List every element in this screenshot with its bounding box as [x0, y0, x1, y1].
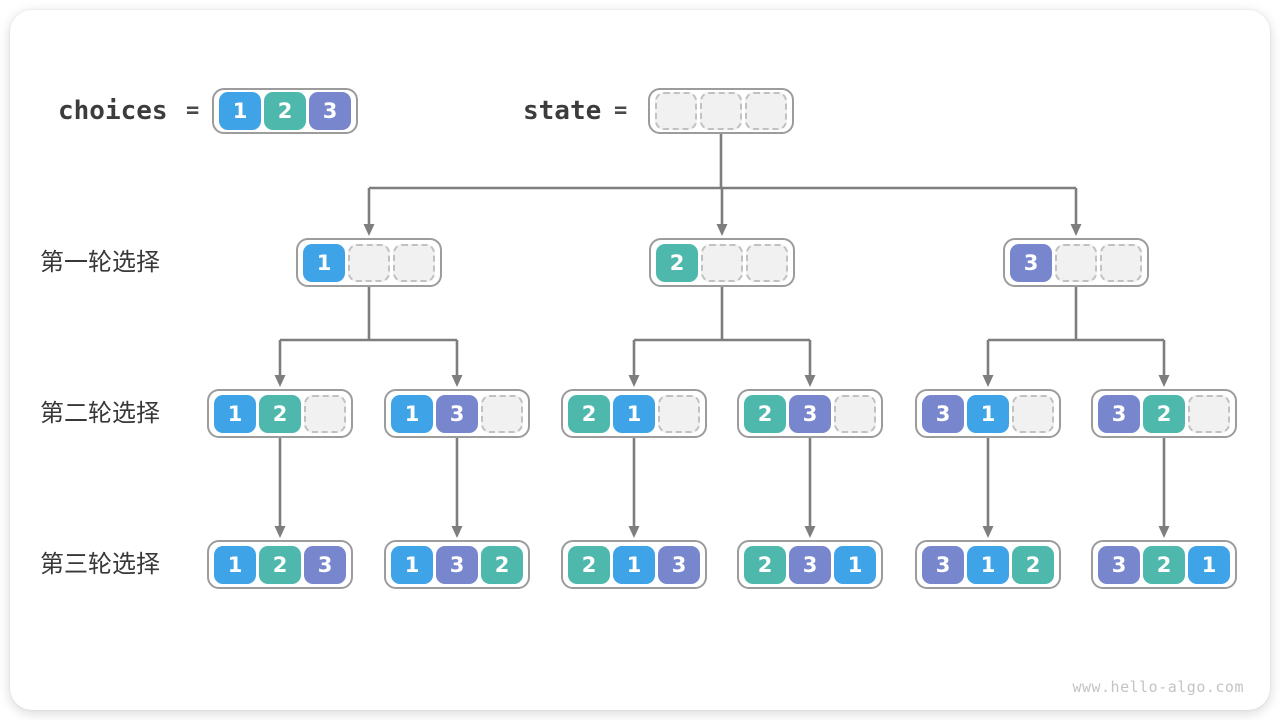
watermark: www.hello-algo.com	[1072, 678, 1244, 696]
row-label-round-1: 第一轮选择	[40, 249, 160, 276]
row-label-round-3: 第三轮选择	[40, 551, 160, 578]
cell-value-2: 2	[1012, 545, 1054, 584]
cell-value-2: 2	[656, 243, 698, 282]
cell-value-3: 3	[1098, 394, 1140, 433]
cell-value-1: 1	[1188, 545, 1230, 584]
cell-empty	[701, 243, 743, 282]
cell-value-2: 2	[568, 394, 610, 433]
cell-empty	[658, 394, 700, 433]
cell-empty	[1100, 243, 1142, 282]
cell-empty	[700, 92, 742, 130]
cell-empty	[1188, 394, 1230, 433]
cell-value-1: 1	[391, 545, 433, 584]
choices-label-text: choices	[58, 96, 168, 126]
cell-value-1: 1	[967, 545, 1009, 584]
cell-value-3: 3	[1010, 243, 1052, 282]
cell-value-1: 1	[214, 545, 256, 584]
cell-value-3: 3	[436, 545, 478, 584]
cell-empty	[1055, 243, 1097, 282]
cell-value-3: 3	[789, 394, 831, 433]
cell-value-1: 1	[834, 545, 876, 584]
cell-value-2: 2	[481, 545, 523, 584]
cell-empty	[1012, 394, 1054, 433]
cell-value-1: 1	[219, 92, 261, 130]
cell-empty	[304, 394, 346, 433]
cell-value-1: 1	[391, 394, 433, 433]
cell-value-2: 2	[744, 545, 786, 584]
state-node-r1-2: 2	[649, 238, 795, 287]
cell-value-2: 2	[1143, 545, 1185, 584]
cell-value-1: 1	[613, 394, 655, 433]
cell-value-2: 2	[259, 545, 301, 584]
cell-empty	[393, 243, 435, 282]
state-label-text: state	[523, 96, 602, 126]
cell-value-2: 2	[259, 394, 301, 433]
row-label-round-2: 第二轮选择	[40, 400, 160, 427]
cell-empty	[481, 394, 523, 433]
cell-value-1: 1	[613, 545, 655, 584]
cell-value-3: 3	[436, 394, 478, 433]
cell-value-2: 2	[264, 92, 306, 130]
state-node-r1-3: 3	[1003, 238, 1149, 287]
cell-empty	[746, 243, 788, 282]
cell-value-3: 3	[922, 545, 964, 584]
cell-value-3: 3	[658, 545, 700, 584]
cell-value-3: 3	[304, 545, 346, 584]
cell-value-1: 1	[214, 394, 256, 433]
cell-value-2: 2	[568, 545, 610, 584]
cell-empty	[745, 92, 787, 130]
cell-value-3: 3	[922, 394, 964, 433]
cell-value-2: 2	[1143, 394, 1185, 433]
cell-value-1: 1	[967, 394, 1009, 433]
state-array	[648, 88, 794, 134]
cell-empty	[834, 394, 876, 433]
cell-value-3: 3	[309, 92, 351, 130]
state-node-r1-1: 1	[296, 238, 442, 287]
cell-value-1: 1	[303, 243, 345, 282]
state-equals-sign: =	[614, 98, 628, 123]
cell-empty	[655, 92, 697, 130]
choices-equals-sign: =	[186, 98, 200, 123]
cell-value-3: 3	[1098, 545, 1140, 584]
cell-value-3: 3	[789, 545, 831, 584]
cell-empty	[348, 243, 390, 282]
cell-value-2: 2	[744, 394, 786, 433]
